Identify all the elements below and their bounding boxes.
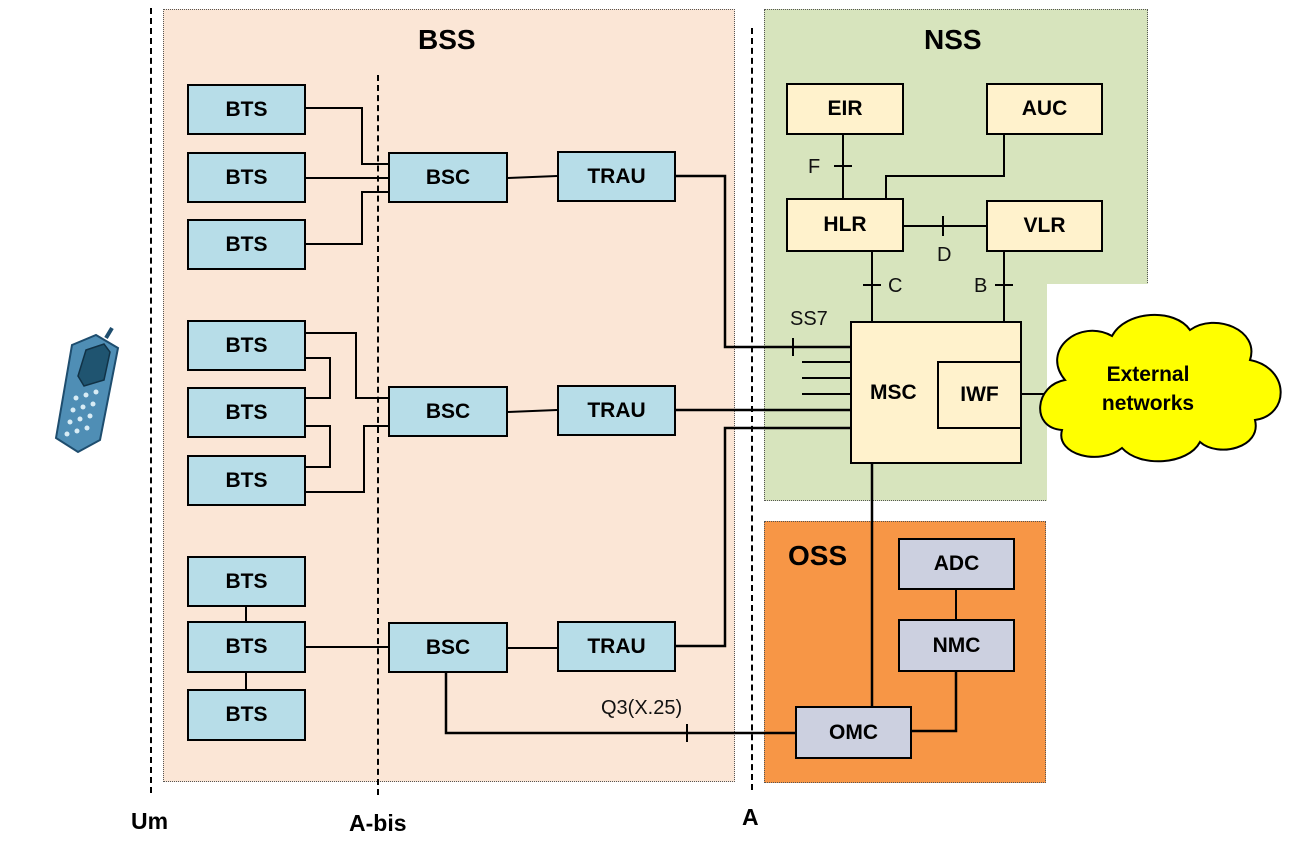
d-interface-label: D [937,244,952,266]
hlr-box: HLR [786,198,904,252]
b-interface-label: B [974,275,988,297]
bts-box: BTS [187,455,306,506]
omc-box: OMC [795,706,912,759]
vlr-box: VLR [986,200,1103,252]
wire-bts5-bts6 [306,425,331,468]
wire-bsc1-trau1 [507,175,558,179]
wire-bts1-bsc1 [306,107,388,165]
wire-trau3-msc [676,426,850,648]
auc-box: AUC [986,83,1103,135]
c-interface-label: C [888,275,903,297]
wire-bts4-bsc2 [306,332,388,399]
wire-bts4-bts5 [306,357,331,399]
bsc-box: BSC [388,622,508,673]
abis-label: A-bis [349,810,407,836]
wire-trau1-msc [676,174,850,349]
abis-interface-line [377,75,379,795]
wire-auc-hlr [885,135,1005,198]
um-label: Um [131,808,169,834]
bts-box: BTS [187,152,306,203]
bts-box: BTS [187,84,306,135]
adc-box: ADC [898,538,1015,590]
external-networks-line1: External [1106,363,1190,386]
trau-box: TRAU [557,621,676,672]
iwf-box: IWF [937,361,1022,429]
oss-title: OSS [788,540,848,571]
nss-title: NSS [924,24,982,55]
ss7-label: SS7 [790,308,828,330]
eir-box: EIR [786,83,904,135]
nmc-box: NMC [898,619,1015,672]
q3-label: Q3(X.25) [601,697,683,719]
trau-box: TRAU [557,385,676,436]
trau-box: TRAU [557,151,676,202]
wire-bts6-bsc2 [306,425,388,493]
bts-box: BTS [187,219,306,270]
f-interface-label: F [808,156,821,178]
bts-box: BTS [187,689,306,741]
um-interface-line [150,8,152,793]
bsc-box: BSC [388,152,508,203]
a-label: A [742,804,759,830]
mobile-phone-icon [54,326,120,454]
wire-bsc3-omc [444,673,795,735]
msc-label: MSC [870,380,917,404]
bts-box: BTS [187,320,306,371]
wire-bts3-bsc1 [306,191,388,245]
bts-box: BTS [187,621,306,673]
external-networks-line2: networks [1101,392,1195,415]
bsc-box: BSC [388,386,508,437]
bts-box: BTS [187,387,306,438]
wire-nmc-omc [912,672,958,733]
external-networks-cloud [1039,313,1282,463]
bss-title: BSS [418,24,476,55]
external-networks-label: External networks [1080,360,1216,418]
wire-bsc2-trau2 [507,409,558,413]
bts-box: BTS [187,556,306,607]
